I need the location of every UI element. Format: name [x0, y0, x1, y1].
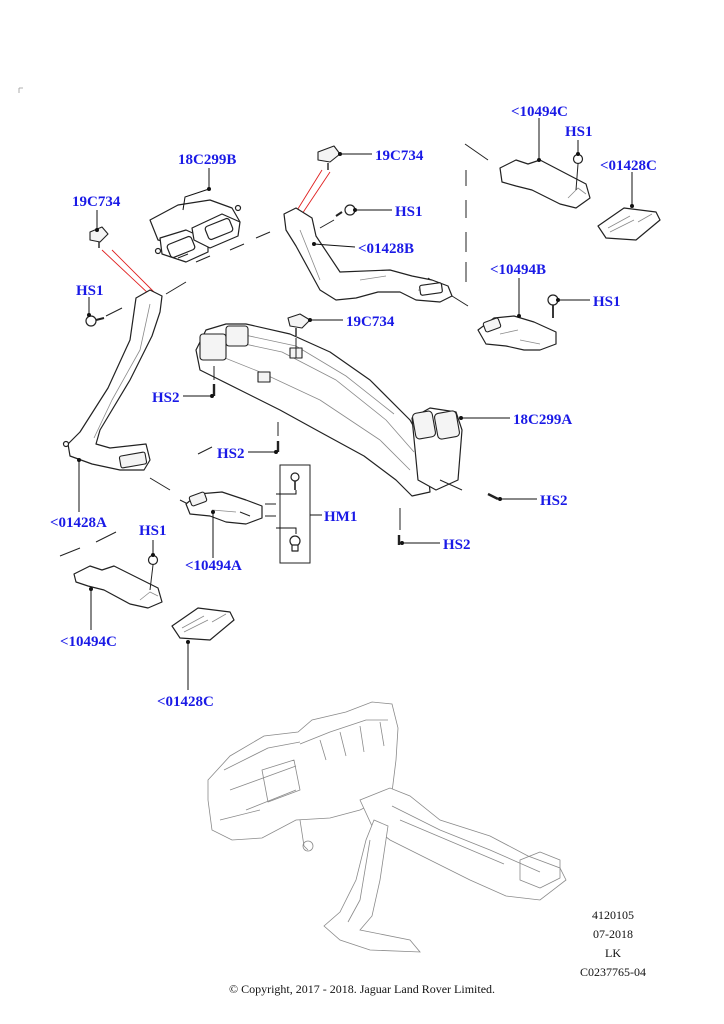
callout-HS1-top-right: HS1 [565, 124, 593, 140]
callout-01428B: <01428B [358, 241, 414, 257]
part-10494B-duct[interactable] [477, 315, 557, 351]
callout-10494C-bottom: <10494C [60, 634, 117, 650]
drawing-code: C0237765-04 [580, 965, 646, 979]
callout-HS1-bottom: HS1 [139, 523, 167, 539]
corner-mark [18, 87, 23, 93]
callout-HS2-right: HS2 [540, 493, 568, 509]
callout-HS2-mid: HS2 [217, 446, 245, 462]
part-10494C-duct-top[interactable] [499, 159, 591, 209]
part-01428C-label-top[interactable] [597, 207, 661, 241]
callout-01428A: <01428A [50, 515, 107, 531]
callout-HS1-right: HS1 [593, 294, 621, 310]
illustration-number: 4120105 [592, 908, 634, 922]
part-18C299A-main-duct[interactable] [195, 323, 463, 497]
part-01428A-duct[interactable] [62, 289, 163, 471]
part-HS1-screw-bottom[interactable] [147, 554, 159, 591]
copyright-notice: © Copyright, 2017 - 2018. Jaguar Land Ro… [228, 982, 496, 996]
part-10494A-duct[interactable] [185, 491, 263, 525]
callout-19C734-top: 19C734 [375, 148, 424, 164]
illustrator-initials: LK [605, 946, 621, 960]
callout-19C734-left: 19C734 [72, 194, 121, 210]
part-HS1-screw-top-mid[interactable] [335, 204, 356, 217]
part-01428C-label-bottom[interactable] [171, 607, 235, 641]
callout-10494A: <10494A [185, 558, 242, 574]
part-18C299B-vent[interactable] [149, 199, 242, 263]
callout-18C299A: 18C299A [513, 412, 572, 428]
part-HS2-screw-right[interactable] [487, 492, 499, 501]
callout-HS2-bottom: HS2 [443, 537, 471, 553]
part-HM1-fastener-set[interactable] [276, 464, 311, 564]
callout-HS1-left: HS1 [76, 283, 104, 299]
callout-HM1: HM1 [324, 509, 357, 525]
part-HS1-screw-left[interactable] [85, 315, 105, 327]
hvac-assembly-context-illustration [207, 701, 567, 953]
callout-10494C-top: <10494C [511, 104, 568, 120]
part-19C734-clip-mid[interactable] [287, 313, 311, 336]
illustration-date: 07-2018 [593, 927, 633, 941]
callout-01428C-top: <01428C [600, 158, 657, 174]
callout-HS2-left: HS2 [152, 390, 180, 406]
part-HS1-screw-right[interactable] [547, 294, 559, 318]
callout-10494B: <10494B [490, 262, 546, 278]
part-01428B-duct[interactable] [283, 207, 453, 303]
callout-18C299B: 18C299B [178, 152, 236, 168]
part-19C734-clip-top[interactable] [317, 145, 341, 170]
part-19C734-clip-left[interactable] [89, 226, 109, 248]
callout-HS1-top-mid: HS1 [395, 204, 423, 220]
callout-19C734-mid: 19C734 [346, 314, 395, 330]
part-10494C-duct-bottom[interactable] [73, 565, 163, 609]
callout-01428C-bottom: <01428C [157, 694, 214, 710]
